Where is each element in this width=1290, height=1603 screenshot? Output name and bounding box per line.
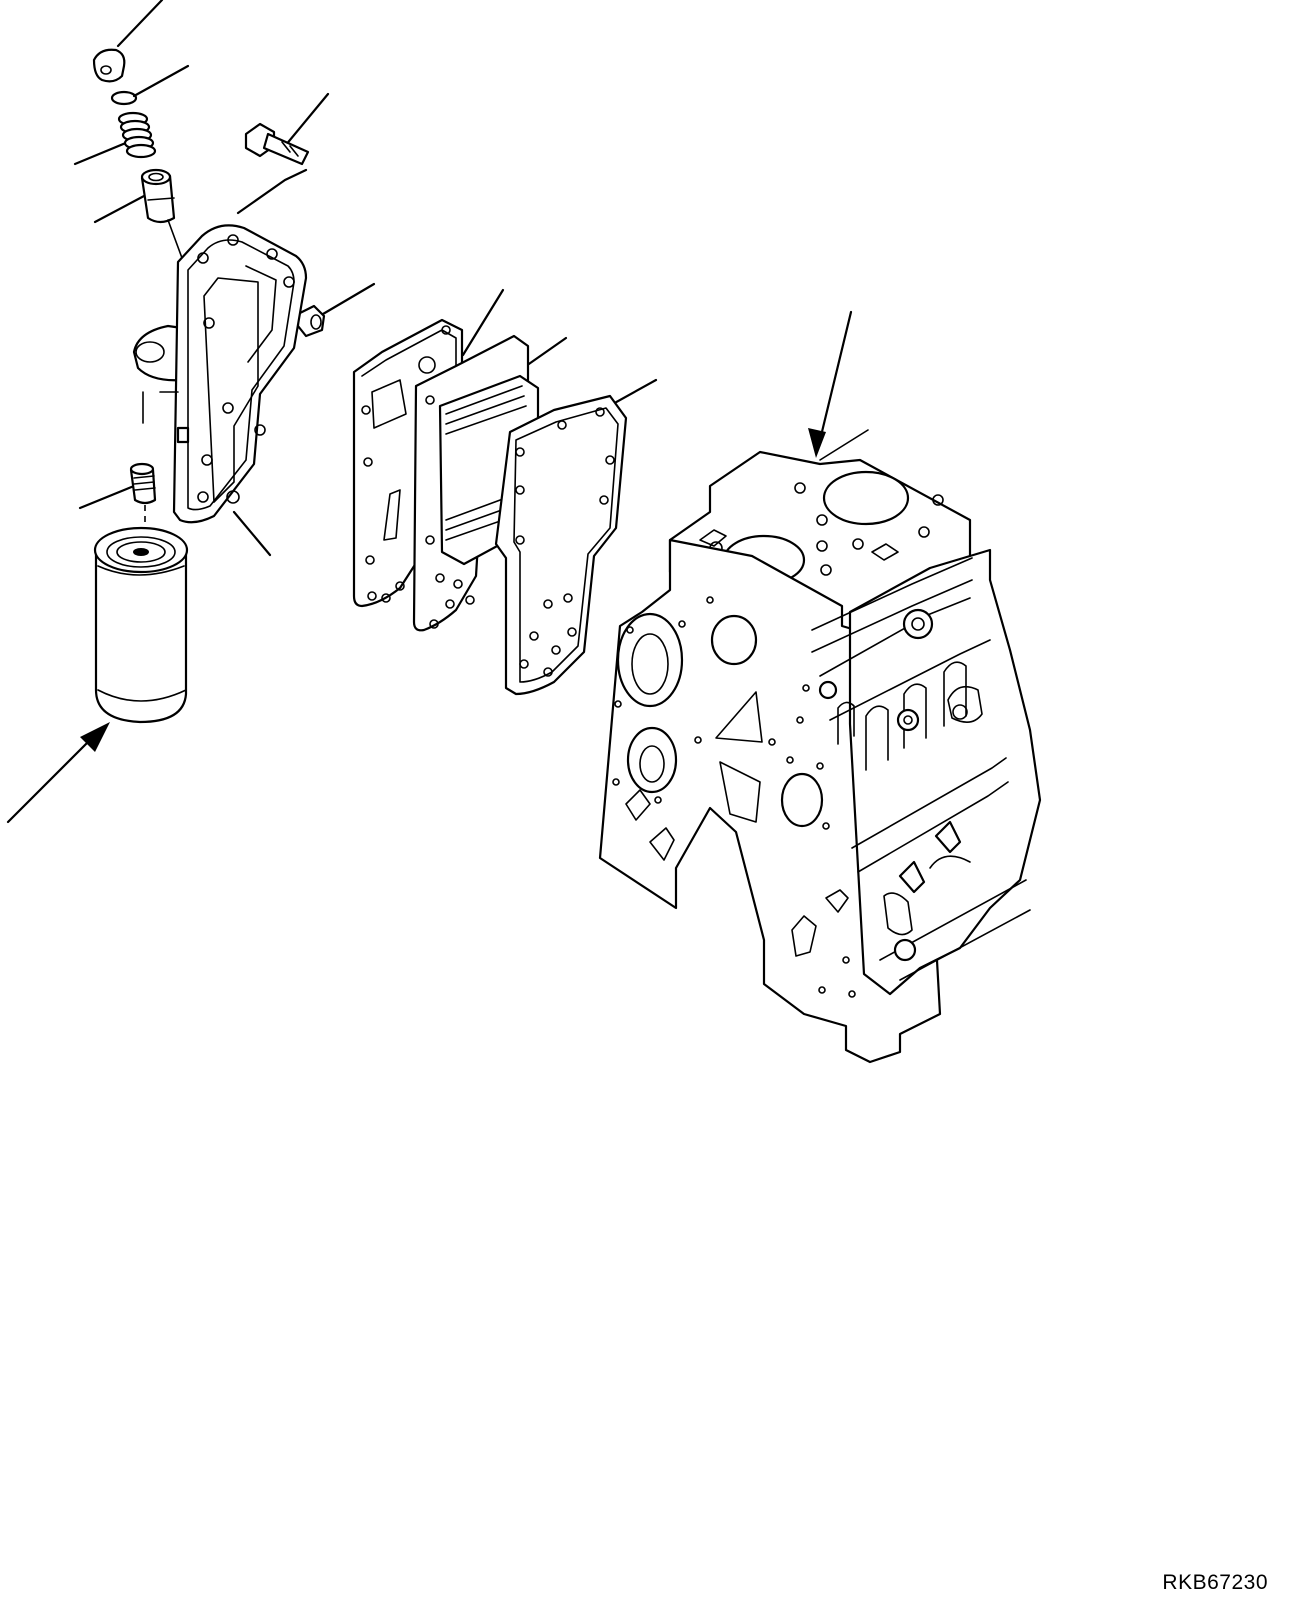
spring-icon	[117, 111, 157, 159]
plug-icon	[92, 48, 126, 83]
oil-filter-cartridge-icon	[93, 526, 189, 724]
bolt-icon	[244, 122, 310, 166]
drawing-code: RKB67230	[1162, 1571, 1268, 1594]
cylinder-block-icon	[598, 450, 1042, 1064]
arrow-icons	[80, 428, 826, 752]
valve-icon	[140, 168, 183, 259]
gasket-inner-icon	[494, 394, 628, 696]
o-ring-icon	[110, 90, 138, 106]
oil-cooler-cover-icon	[132, 224, 308, 524]
